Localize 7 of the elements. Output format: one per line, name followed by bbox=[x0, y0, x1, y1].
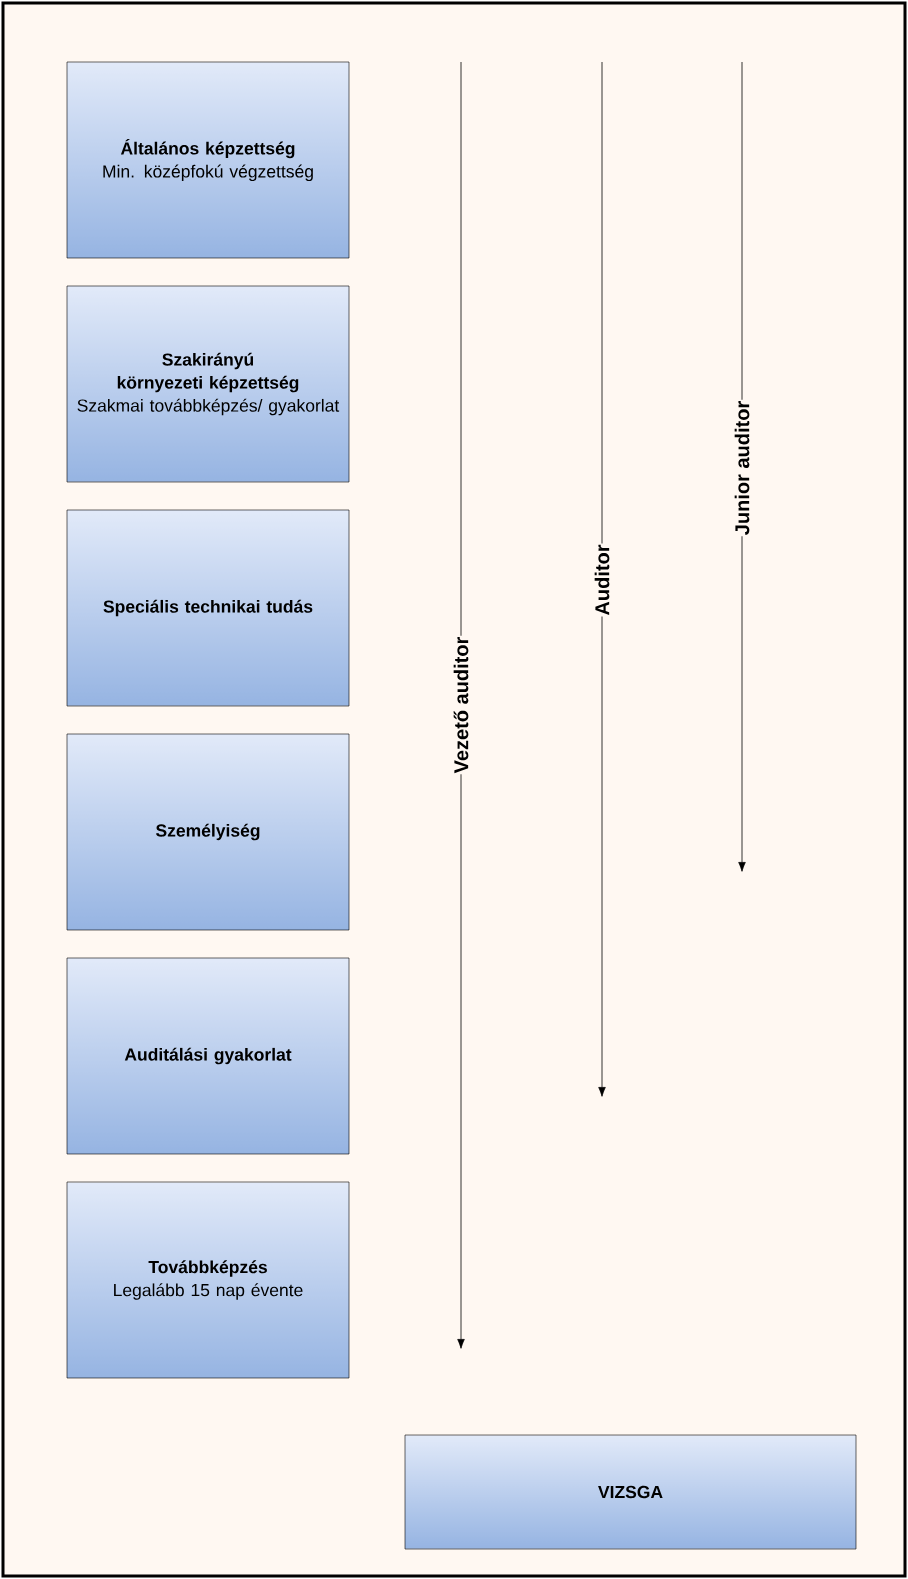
text-box: Speciális technikai tudás bbox=[66, 509, 350, 707]
text-box: VIZSGA bbox=[404, 1434, 857, 1550]
text-box: Személyiség bbox=[66, 733, 350, 931]
text-box: Továbbképzés Legalább 15 nap évente bbox=[66, 1181, 350, 1379]
text-box: Auditálási gyakorlat bbox=[66, 957, 350, 1155]
text-box: Általános képzettség Min. középfokú végzettség bbox=[66, 61, 350, 259]
text-box: Szakirányú környezeti képzettség Szakmai továbbképzés/ gyakorlat bbox=[66, 285, 350, 483]
